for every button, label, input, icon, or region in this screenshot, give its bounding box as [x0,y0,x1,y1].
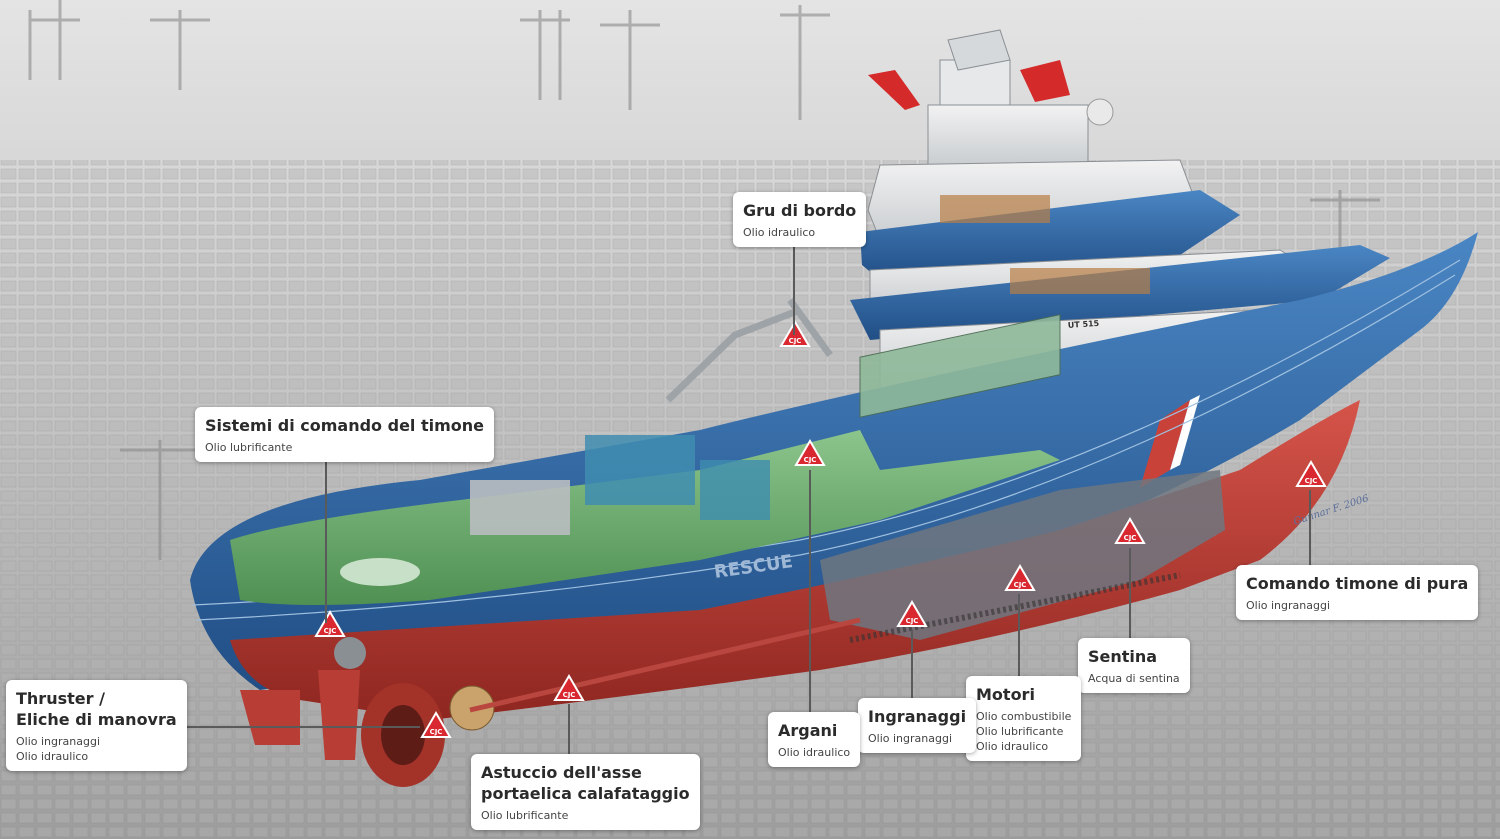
svg-text:CJC: CJC [789,337,802,345]
svg-text:CJC: CJC [906,617,919,625]
svg-text:CJC: CJC [1305,477,1318,485]
cjc-marker-thruster: CJC [420,711,452,738]
svg-text:CJC: CJC [324,627,337,635]
engine-room [820,470,1225,640]
leader-thruster [165,726,420,728]
callout-subtitle: Olio idraulico [743,226,816,239]
callout-gru-di-bordo: Gru di bordo Olio idraulico [733,192,867,247]
callout-ingranaggi: Ingranaggi Olio ingranaggi [858,698,977,753]
callout-subtitle: Acqua di sentina [1088,672,1180,685]
cjc-marker-gru: CJC [779,320,811,347]
svg-text:CJC: CJC [1124,534,1137,542]
callout-sistemi-comando-timone: Sistemi di comando del timone Olio lubri… [195,407,495,462]
cjc-marker-timone: CJC [314,610,346,637]
leader-astuccio [568,704,570,754]
callout-title: Comando timone di pura [1246,574,1469,593]
svg-text:CJC: CJC [804,456,817,464]
callout-motori: Motori Olio combustibile Olio lubrifican… [966,676,1082,761]
svg-text:CJC: CJC [430,728,443,736]
propeller-shaft [469,617,861,713]
callout-comando-timone-pura: Comando timone di pura Olio ingranaggi [1236,565,1479,620]
cjc-marker-ingranaggi: CJC [896,600,928,627]
callout-title: Argani [778,721,838,740]
leader-timone [325,458,327,623]
cjc-markers: CJC CJC CJC CJC CJC CJC CJC CJC CJC [314,320,1327,738]
leader-sentina [1129,548,1131,638]
cjc-marker-astuccio: CJC [553,674,585,701]
callout-subtitle: Olio ingranaggi [1246,599,1331,612]
port-cranes [28,0,1380,560]
callout-astuccio-asse: Astuccio dell'asse portaelica calafatagg… [471,754,700,830]
callout-subtitle: Olio idraulico [778,746,851,759]
leader-comando [1309,490,1311,565]
callout-title: Astuccio dell'asse portaelica calafatagg… [481,763,690,803]
cjc-marker-sentina: CJC [1114,517,1146,544]
callout-title: Sistemi di comando del timone [205,416,485,435]
svg-text:CJC: CJC [1014,581,1027,589]
callout-title: Sentina [1088,647,1158,666]
crane [665,297,833,403]
callout-argani: Argani Olio idraulico [768,712,861,767]
callout-subtitle: Olio ingranaggi [868,732,953,745]
svg-text:CJC: CJC [563,691,576,699]
callout-sentina: Sentina Acqua di sentina [1078,638,1190,693]
callout-subtitle: Olio ingranaggi Olio idraulico [16,735,101,763]
leader-gru [793,243,795,335]
leader-motori [1018,594,1020,676]
callout-title: Motori [976,685,1035,704]
callout-thruster: Thruster / Eliche di manovra Olio ingran… [6,680,187,771]
cjc-marker-argani: CJC [794,439,826,466]
leader-argani [809,470,811,712]
hull-lower [230,400,1360,720]
cjc-marker-motori: CJC [1004,564,1036,591]
callout-subtitle: Olio lubrificante [481,809,569,822]
deck-containers [585,435,695,505]
callout-title: Gru di bordo [743,201,857,220]
bridge-label: UT 515 [1068,319,1100,330]
leader-ingranaggi [911,630,913,698]
callout-title: Thruster / Eliche di manovra [16,689,177,729]
main-deck [230,430,1060,605]
callout-title: Ingranaggi [868,707,967,726]
callout-subtitle: Olio combustibile Olio lubrificante Olio… [976,710,1072,753]
cjc-marker-comando: CJC [1295,460,1327,487]
callout-subtitle: Olio lubrificante [205,441,293,454]
